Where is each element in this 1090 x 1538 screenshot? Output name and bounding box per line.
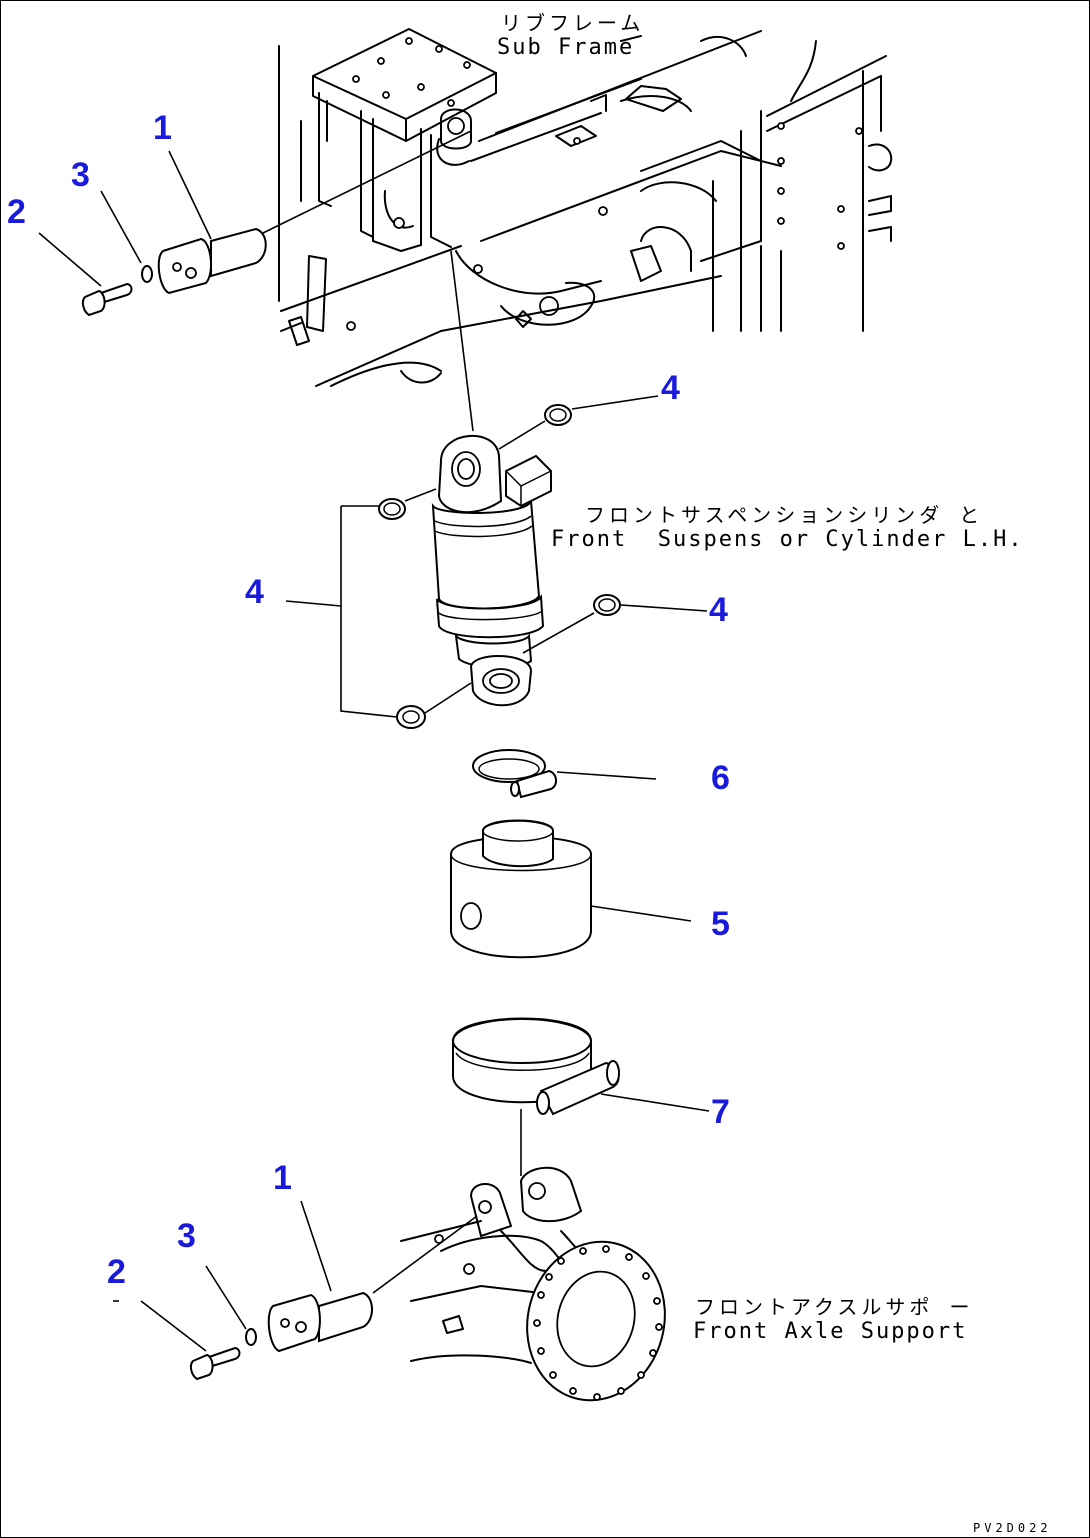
label-cylinder-en: Front Suspens or Cylinder L.H. [551, 527, 1024, 552]
callout-leaders [38, 150, 332, 1352]
label-axle-support-en: Front Axle Support [693, 1319, 968, 1344]
label-sub-frame-en: Sub Frame [497, 35, 635, 60]
label-sub-frame-jp: リブフレーム [501, 11, 645, 35]
callout-large-clamp: 7 [711, 1093, 730, 1131]
top-pin-assembly [81, 130, 472, 317]
callout-bottom-washer: 3 [177, 1217, 196, 1255]
callout-top-pin: 1 [153, 109, 172, 147]
callout-small-clamp: 6 [711, 759, 730, 797]
callout-ring-lower-right: 4 [709, 591, 728, 629]
callout-ring-left-group: 4 [245, 573, 264, 611]
drawing-reference-code: PV2D022 [973, 1521, 1052, 1535]
bottom-pin-assembly [189, 1215, 478, 1381]
callout-ring-upper-right: 4 [661, 369, 680, 407]
front-axle-support [400, 1166, 666, 1402]
callout-top-washer: 3 [71, 156, 90, 194]
callout-bottom-bolt: 2 [107, 1253, 126, 1291]
sub-frame [278, 28, 893, 387]
callout-boot: 5 [711, 905, 730, 943]
callout-top-bolt: 2 [7, 193, 26, 231]
suspension-cylinder [285, 250, 708, 729]
large-clamp [452, 1017, 710, 1176]
callout-bottom-pin: 1 [273, 1159, 292, 1197]
label-cylinder-jp: フロントサスペンションシリンダ と [585, 503, 984, 527]
label-axle-support-jp: フロントアクスルサポ ー [695, 1295, 974, 1319]
boot [450, 819, 692, 959]
small-clamp [472, 749, 657, 799]
